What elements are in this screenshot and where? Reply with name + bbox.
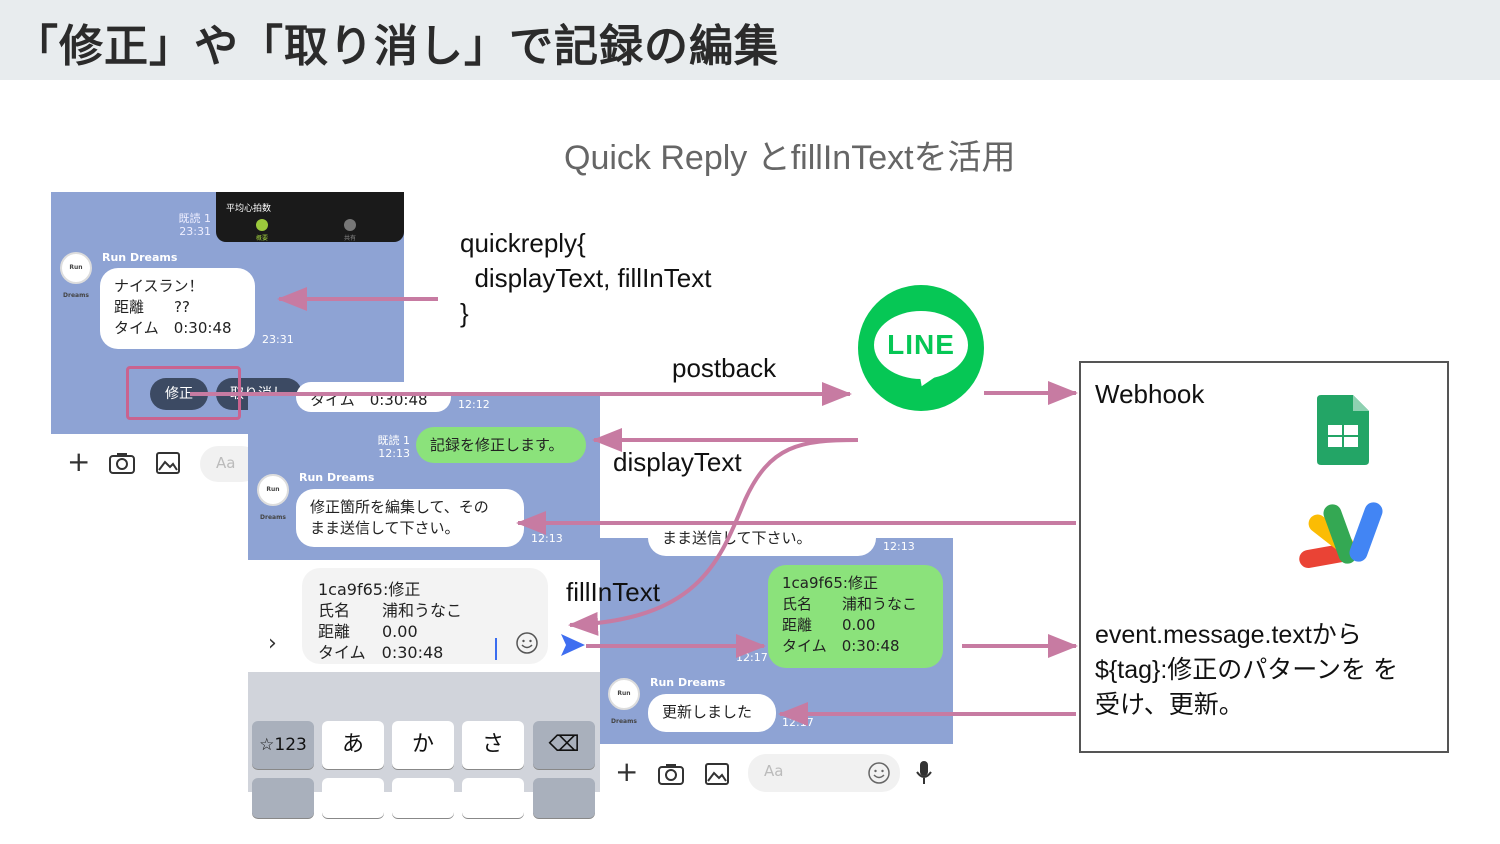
avatar: Run Dreams xyxy=(60,252,92,299)
bot-time: 12:13 xyxy=(531,532,563,545)
read-time: 23:31 xyxy=(179,225,211,238)
emoji-icon[interactable] xyxy=(516,632,538,654)
slide-subtitle: Quick Reply とfillInTextを活用 xyxy=(564,139,1016,177)
avatar: Run Dreams xyxy=(608,678,640,725)
read-time: 12:13 xyxy=(378,447,410,460)
google-apps-script-icon xyxy=(1299,502,1383,568)
webhook-box: Webhook event.message.textから ${tag}:修正のパ… xyxy=(1079,361,1449,753)
slide-header: 「修正」や「取り消し」で記録の編集 xyxy=(0,0,1500,80)
phone2-compose-area: › 1ca9f65:修正 氏名 浦和うなこ 距離 0.00 タイム 0:30:4… xyxy=(248,560,600,672)
key-ka[interactable]: か xyxy=(392,721,454,769)
key-backspace[interactable]: ⌫ xyxy=(533,721,595,769)
phone-screenshot-3: まま送信して下さい。 12:13 1ca9f65:修正 氏名 浦和うなこ 距離 … xyxy=(600,520,953,744)
input-placeholder: Aa xyxy=(764,762,784,780)
webhook-label: Webhook xyxy=(1095,379,1205,409)
previous-time: 12:12 xyxy=(458,398,490,411)
send-icon[interactable] xyxy=(560,633,586,657)
fillintext-label: fillInText xyxy=(566,577,660,607)
phone3-input-bar: + Aa xyxy=(600,744,953,802)
slide-title: 「修正」や「取り消し」で記録の編集 xyxy=(14,21,779,72)
key-row2-1[interactable] xyxy=(322,778,384,818)
google-sheets-icon xyxy=(1317,395,1369,465)
previous-message-partial: まま送信して下さい。 xyxy=(648,520,876,556)
key-symbols[interactable]: ☆123 xyxy=(252,721,314,769)
camera-icon[interactable] xyxy=(109,452,135,474)
banner-text: 平均心拍数 xyxy=(226,204,272,214)
key-row2-left[interactable] xyxy=(252,778,314,818)
camera-icon[interactable] xyxy=(658,763,684,785)
bot-message-bubble: 更新しました xyxy=(648,694,776,732)
user-message-bubble: 1ca9f65:修正 氏名 浦和うなこ 距離 0.00 タイム 0:30:48 xyxy=(768,565,943,668)
user-message-bubble: 記録を修正します。 xyxy=(416,427,586,463)
line-logo-text: LINE xyxy=(887,329,955,360)
plus-icon[interactable]: + xyxy=(615,755,639,788)
emoji-icon[interactable] xyxy=(868,762,890,784)
expand-chevron-icon[interactable]: › xyxy=(268,631,277,656)
image-icon[interactable] xyxy=(156,452,180,474)
japanese-keyboard: ☆123 あ か さ ⌫ xyxy=(248,672,600,818)
key-row2-right[interactable] xyxy=(533,778,595,818)
event-description: event.message.textから ${tag}:修正のパターンを を 受… xyxy=(1095,621,1398,719)
plus-icon[interactable]: + xyxy=(67,445,91,478)
sender-name: Run Dreams xyxy=(299,471,375,484)
compose-input[interactable]: 1ca9f65:修正 氏名 浦和うなこ 距離 0.00 タイム 0:30:48 xyxy=(302,568,548,664)
microphone-icon[interactable] xyxy=(915,760,933,786)
key-sa[interactable]: さ xyxy=(462,721,524,769)
share-tab-label: 共有 xyxy=(344,235,357,242)
line-speech-bubble xyxy=(874,311,968,379)
phone1-input-bar: + Aa xyxy=(51,434,260,492)
line-logo: LINE xyxy=(858,285,984,411)
message-time: 23:31 xyxy=(262,333,294,346)
health-app-banner: 平均心拍数 概要 共有 xyxy=(216,192,404,242)
avatar: Run Dreams xyxy=(257,474,289,521)
text-cursor xyxy=(495,638,497,660)
sender-name: Run Dreams xyxy=(102,251,178,264)
previous-time: 12:13 xyxy=(883,540,915,553)
key-row2-3[interactable] xyxy=(462,778,524,818)
bot-message-bubble: ナイスラン！ 距離 ?? タイム 0:30:48 xyxy=(100,268,255,349)
postback-label: postback xyxy=(672,353,777,383)
key-row2-2[interactable] xyxy=(392,778,454,818)
read-receipt: 既読 1 23:31 xyxy=(169,212,212,238)
message-input[interactable]: Aa xyxy=(748,754,900,792)
summary-tab-icon xyxy=(256,219,268,231)
key-a[interactable]: あ xyxy=(322,721,384,769)
read-receipt: 既読 1 12:13 xyxy=(368,434,411,460)
quickreply-code-label: quickreply{ displayText, fillInText } xyxy=(460,228,712,328)
summary-tab-label: 概要 xyxy=(256,235,269,242)
sender-name: Run Dreams xyxy=(650,676,726,689)
arrow-fillintext xyxy=(568,438,859,636)
compose-text: 1ca9f65:修正 氏名 浦和うなこ 距離 0.00 タイム 0:30:48 xyxy=(318,580,463,662)
image-icon[interactable] xyxy=(705,763,729,785)
bot-message-bubble: 修正箇所を編集して、その まま送信して下さい。 xyxy=(296,489,524,547)
share-tab-icon xyxy=(344,219,356,231)
read-label: 既読 1 xyxy=(377,434,411,447)
displaytext-label: displayText xyxy=(613,447,742,477)
read-label: 既読 1 xyxy=(178,212,212,225)
